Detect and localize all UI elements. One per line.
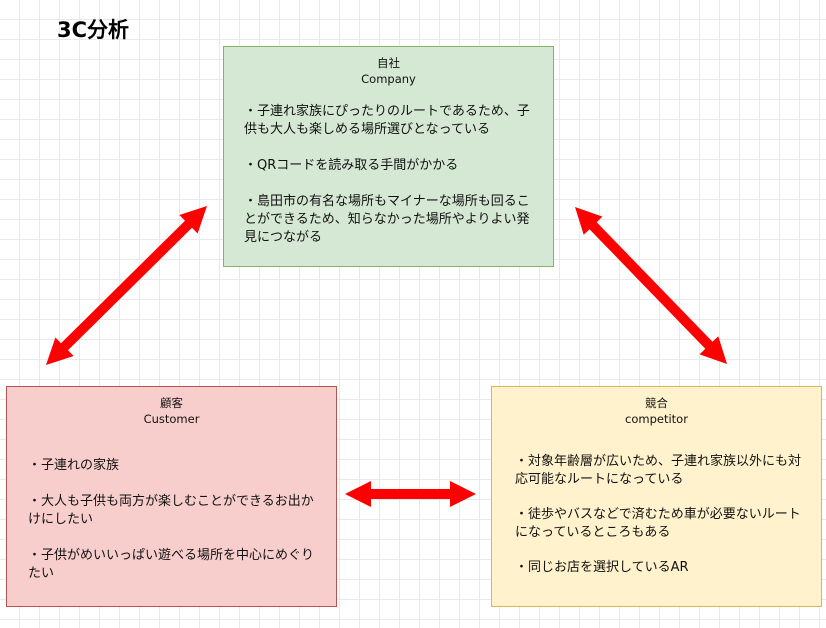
competitor-box[interactable]: 競合 competitor ・対象年齢層が広いため、子連れ家族以外にも対応可能な… <box>491 386 822 607</box>
customer-name: 顧客 <box>160 396 183 410</box>
competitor-item: ・対象年齢層が広いため、子連れ家族以外にも対応可能なルートになっている <box>515 454 802 487</box>
company-box[interactable]: 自社 Company ・子連れ家族にぴったりのルートであるため、子供も大人も楽し… <box>223 46 554 267</box>
company-item: ・QRコードを読み取る手間がかかる <box>244 158 459 173</box>
customer-item: ・子供がめいいっぱい遊べる場所を中心にめぐりたい <box>28 548 315 581</box>
arrow-company-competitor <box>575 207 727 364</box>
diagram-title: 3C分析 <box>57 18 130 42</box>
company-item: ・島田市の有名な場所もマイナーな場所も回ることができるため、知らなかった場所やよ… <box>244 194 530 245</box>
competitor-item: ・徒歩やバスなどで済むため車が必要ないルートになっているところもある <box>515 507 801 540</box>
company-name-en: Company <box>361 72 416 86</box>
company-item: ・子連れ家族にぴったりのルートであるため、子供も大人も楽しめる場所選びとなってい… <box>244 104 530 137</box>
company-name: 自社 <box>377 56 400 70</box>
competitor-item: ・同じお店を選択しているAR <box>515 560 689 575</box>
competitor-name-en: competitor <box>625 412 688 426</box>
customer-item: ・大人も子供も両方が楽しむことができるお出かけにしたい <box>28 494 314 527</box>
customer-box[interactable]: 顧客 Customer ・子連れの家族 ・大人も子供も両方が楽しむことができるお… <box>6 386 337 607</box>
arrow-customer-competitor <box>345 481 476 507</box>
arrow-company-customer <box>46 206 207 365</box>
competitor-name: 競合 <box>645 396 668 410</box>
customer-name-en: Customer <box>143 412 200 426</box>
customer-item: ・子連れの家族 <box>28 458 120 473</box>
